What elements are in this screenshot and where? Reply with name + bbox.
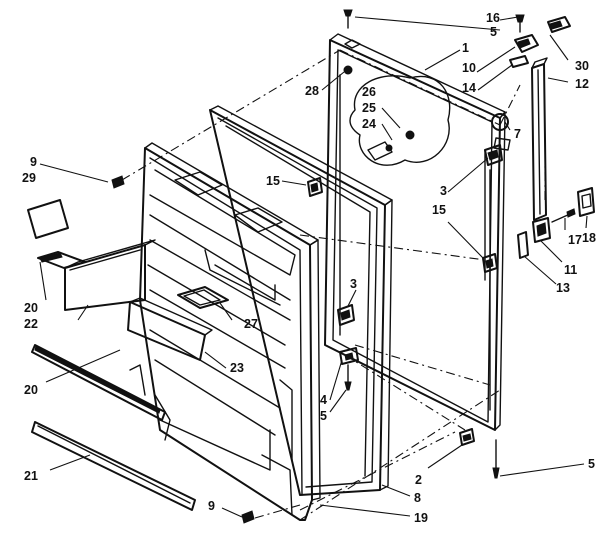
part-17-screw: [551, 208, 576, 223]
part-5-bottom-screw: [492, 439, 500, 479]
callout-12: 12: [575, 77, 589, 91]
callout-4: 4: [320, 393, 327, 407]
part-19-inner-liner: [139, 142, 321, 521]
callout-20-upper: 20: [24, 301, 38, 315]
callout-9-top: 9: [30, 155, 37, 169]
part-12-rail: [531, 57, 548, 221]
part-30-hinge-pin: [547, 16, 571, 33]
callout-11: 11: [564, 263, 577, 277]
callout-19: 19: [414, 511, 428, 525]
part-14-hinge-shim: [509, 55, 529, 68]
part-20-lower-shelf-bar: [31, 344, 166, 421]
callout-22: 22: [24, 317, 38, 331]
part-21-bottom-trim: [31, 421, 196, 511]
part-2-bushing: [459, 428, 475, 446]
callout-15-right: 15: [432, 203, 446, 217]
part-9-screw-bottom: [241, 510, 255, 524]
callout-14: 14: [462, 81, 476, 95]
callout-1: 1: [462, 41, 469, 55]
part-3-upper-hinge: [484, 144, 503, 166]
callout-8: 8: [414, 491, 421, 505]
leader-lines: [39, 16, 588, 518]
part-29-label-plate: [27, 199, 69, 239]
callout-18: 18: [582, 231, 596, 245]
part-1-door-panel: [324, 33, 506, 431]
part-16-screw: [515, 14, 525, 33]
part-8-gasket: [209, 105, 393, 496]
callout-5-bottom: 5: [588, 457, 595, 471]
part-7-hinge-cam: [491, 113, 511, 151]
callout-2: 2: [415, 473, 422, 487]
callout-10: 10: [462, 61, 476, 75]
callout-20-lower: 20: [24, 383, 38, 397]
callout-17: 17: [568, 233, 582, 247]
part-4-washer: [339, 347, 359, 365]
inset-detail-24-25-26: [349, 75, 451, 166]
callout-21: 21: [24, 469, 38, 483]
callout-23: 23: [230, 361, 244, 375]
callout-5-center: 5: [320, 409, 327, 423]
part-13-bracket: [517, 231, 529, 259]
callout-27: 27: [244, 317, 258, 331]
part-15-left-clip: [307, 177, 323, 197]
callout-24: 24: [362, 117, 376, 131]
part-5-screw-center: [344, 364, 352, 391]
callouts: 16 5 1 30 10 12 14 28 26 25 24 7 9 29 15…: [22, 11, 596, 525]
callout-13: 13: [556, 281, 570, 295]
part-15-right-clip: [482, 253, 498, 273]
callout-28: 28: [305, 84, 319, 98]
callout-3-upper: 3: [440, 184, 447, 198]
part-3-lower-hinge: [337, 304, 355, 326]
part-18-stop: [577, 187, 595, 217]
callout-25: 25: [362, 101, 376, 115]
part-10-hinge-bracket: [514, 34, 539, 53]
part-9-screw-top: [111, 175, 125, 189]
callout-29: 29: [22, 171, 36, 185]
part-20-upper-shelf-bar: [37, 251, 86, 269]
part-11-hinge-plate: [532, 217, 551, 243]
part-23-lower-shelf: [127, 297, 213, 361]
callout-26: 26: [362, 85, 376, 99]
callout-7: 7: [514, 127, 521, 141]
part-28-plug: [343, 65, 353, 75]
callout-30: 30: [575, 59, 589, 73]
callout-9-bottom: 9: [208, 499, 215, 513]
callout-5-top: 5: [490, 25, 497, 39]
callout-3-lower: 3: [350, 277, 357, 291]
callout-15-left: 15: [266, 174, 280, 188]
callout-16: 16: [486, 11, 500, 25]
part-5-top-screw: [343, 9, 353, 29]
